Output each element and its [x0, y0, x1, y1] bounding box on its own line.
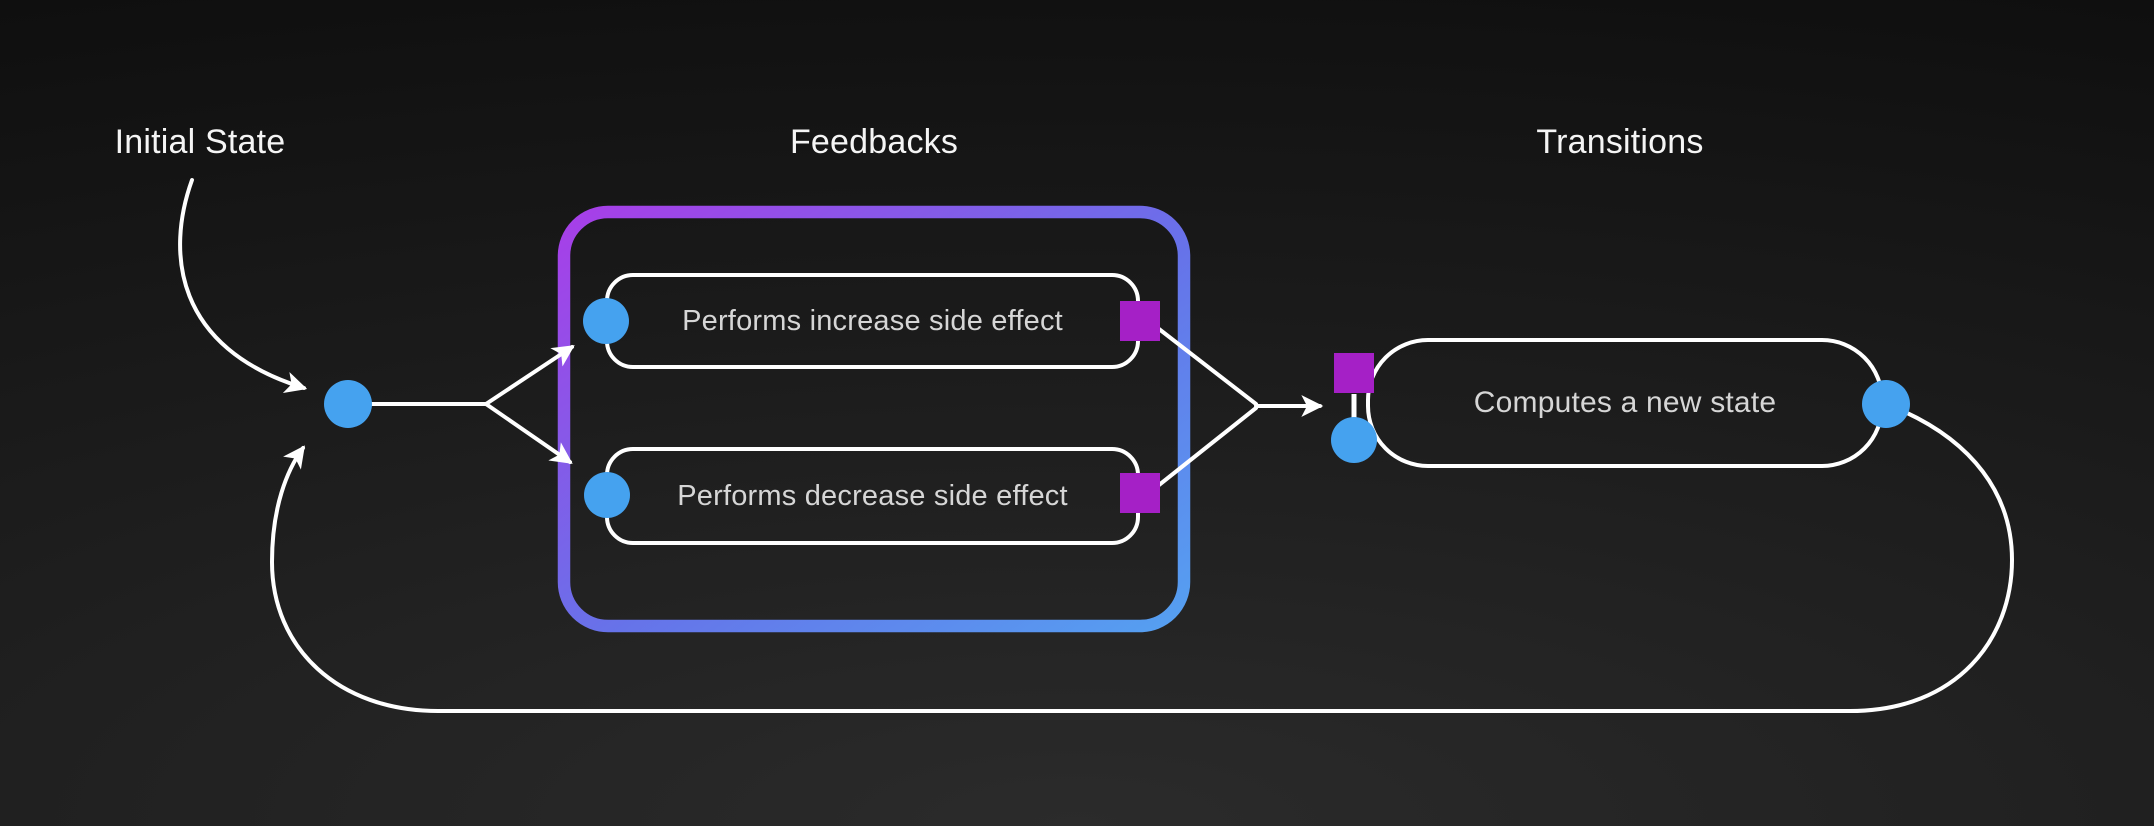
computes-input-square: [1334, 353, 1374, 393]
increase-side-effect-text: Performs increase side effect: [682, 304, 1063, 337]
decrease-side-effect-node: Performs decrease side effect: [605, 447, 1140, 545]
transitions-label: Transitions: [1536, 123, 1704, 161]
decrease-input-dot: [584, 472, 630, 518]
connector-decrease-to-merge: [1157, 406, 1258, 487]
increase-side-effect-node: Performs increase side effect: [605, 273, 1140, 369]
decrease-output-square: [1120, 473, 1160, 513]
connector-increase-to-merge: [1157, 327, 1258, 406]
connector-initialstate-to-node: [178, 178, 308, 394]
computes-input-dot: [1331, 417, 1377, 463]
computes-new-state-node: Computes a new state: [1366, 338, 1884, 468]
computes-output-dot: [1862, 380, 1910, 428]
increase-output-square: [1120, 301, 1160, 341]
connector-split-to-decrease: [484, 402, 573, 464]
increase-input-dot: [583, 298, 629, 344]
connector-split-to-increase: [484, 345, 575, 406]
decrease-side-effect-text: Performs decrease side effect: [677, 479, 1068, 512]
initial-state-label: Initial State: [114, 123, 286, 161]
computes-new-state-text: Computes a new state: [1473, 386, 1777, 419]
initial-state-dot: [324, 380, 372, 428]
feedbacks-label: Feedbacks: [789, 123, 959, 161]
